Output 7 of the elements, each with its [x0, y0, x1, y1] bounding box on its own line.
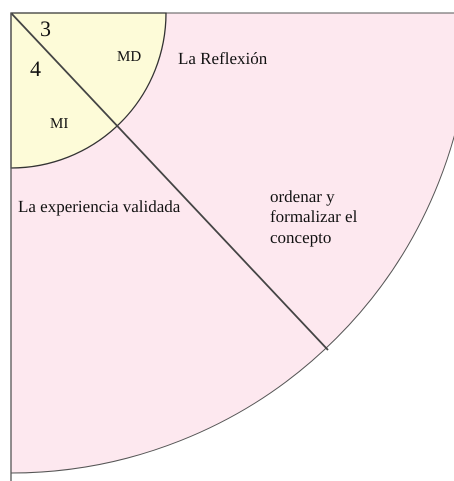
section-label: La experiencia validada [18, 197, 180, 218]
section-label: La Reflexión [178, 49, 268, 70]
quadrant-number: 4 [30, 56, 41, 82]
section-label: ordenar y formalizar el concepto [270, 187, 358, 248]
quadrant-number: 3 [40, 16, 51, 42]
quadrant-label: MI [50, 115, 68, 133]
quadrant-label: MD [117, 48, 142, 66]
